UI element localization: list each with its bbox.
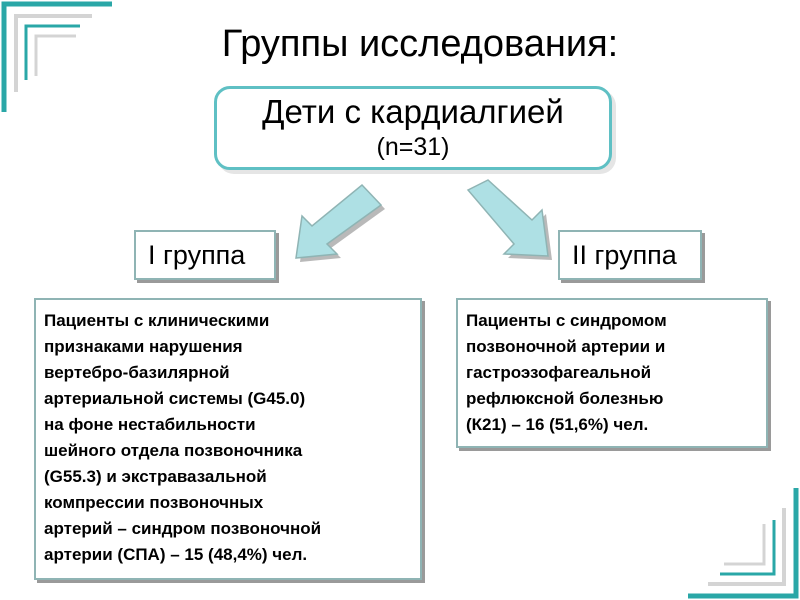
group-2-label: II группа <box>558 230 702 280</box>
description-line: позвоночной артерии и <box>466 337 666 356</box>
group-1-label: I группа <box>134 230 276 280</box>
group-2-description: Пациенты с синдромом позвоночной артерии… <box>456 298 768 448</box>
description-line: (G55.3) и экстравазальной <box>44 467 267 486</box>
description-line: артерии (СПА) – 15 (48,4%) чел. <box>44 545 308 564</box>
description-line: Пациенты с клиническими <box>44 311 270 330</box>
description-line: на фоне нестабильности <box>44 415 256 434</box>
description-line: признаками нарушения <box>44 337 243 356</box>
group-1-description: Пациенты с клиническими признаками наруш… <box>34 298 422 580</box>
description-line: артериальной системы (G45.0) <box>44 389 306 408</box>
description-line: гастроэзофагеальной <box>466 363 652 382</box>
root-node-count: (n=31) <box>376 133 450 161</box>
description-line: шейного отдела позвоночника <box>44 441 303 460</box>
arrow-right-icon <box>466 179 552 260</box>
root-node: Дети с кардиалгией (n=31) <box>214 86 612 170</box>
description-line: рефлюксной болезнью <box>466 389 664 408</box>
root-node-label: Дети с кардиалгией <box>262 93 564 130</box>
description-line: вертебро-базилярной <box>44 363 230 382</box>
page-title: Группы исследования: <box>221 23 619 65</box>
description-line: Пациенты с синдромом <box>466 311 667 330</box>
arrow-left-icon <box>295 183 385 262</box>
bottom-right-corner-decoration <box>688 488 799 599</box>
description-line: компрессии позвоночных <box>44 493 264 512</box>
description-line: артерий – синдром позвоночной <box>44 519 322 538</box>
description-line: (К21) – 16 (51,6%) чел. <box>466 415 649 434</box>
